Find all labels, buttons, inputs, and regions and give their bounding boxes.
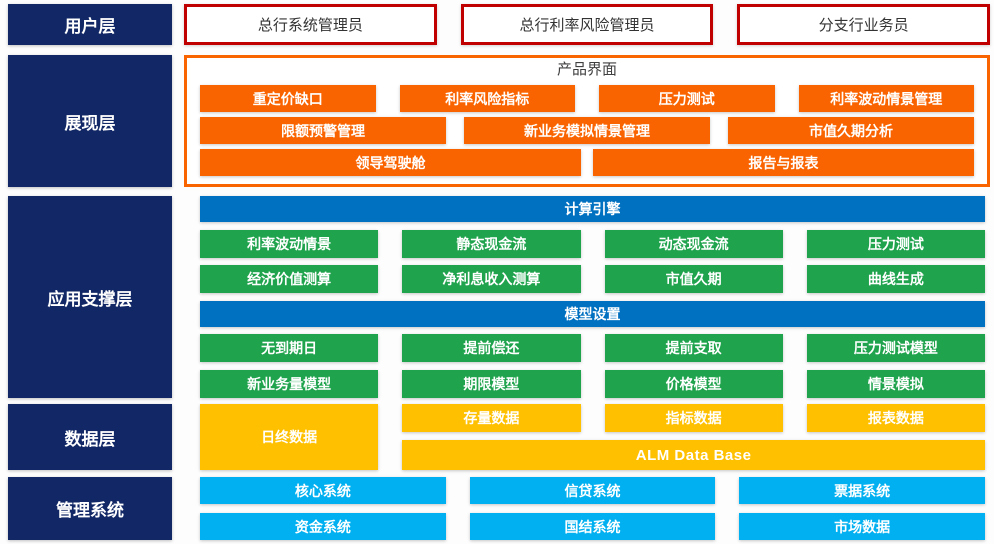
box-market-value-duration: 市值久期 — [604, 265, 783, 294]
box-report-data: 报表数据 — [806, 404, 985, 432]
model-row-2: 新业务量模型 期限模型 价格模型 情景模拟 — [200, 369, 985, 398]
box-market-value-duration-analysis: 市值久期分析 — [728, 117, 974, 144]
box-executive-dashboard: 领导驾驶舱 — [200, 149, 581, 176]
data-grid: 日终数据 存量数据 指标数据 报表数据 ALM Data Base — [200, 404, 985, 470]
box-rate-volatility-scenario-mgmt: 利率波动情景管理 — [798, 85, 974, 112]
box-stress-test-model: 压力测试模型 — [806, 334, 985, 363]
box-price-model: 价格模型 — [604, 369, 783, 398]
box-prepayment: 提前偿还 — [402, 334, 581, 363]
management-row-1: 核心系统 信贷系统 票据系统 — [200, 477, 985, 504]
product-interface-title: 产品界面 — [556, 61, 617, 78]
box-market-data: 市场数据 — [739, 513, 985, 540]
model-row-1: 无到期日 提前偿还 提前支取 压力测试模型 — [200, 334, 985, 363]
box-stress-testing: 压力测试 — [599, 85, 775, 112]
box-static-cashflow: 静态现金流 — [402, 229, 581, 258]
box-curve-generation: 曲线生成 — [806, 265, 985, 294]
layer-data: 数据层 日终数据 存量数据 指标数据 报表数据 ALM Data Base — [8, 404, 990, 470]
layer-label-application: 应用支撑层 — [8, 196, 172, 398]
box-international-settlement-system: 国结系统 — [469, 513, 716, 540]
box-net-interest-income-calc: 净利息收入测算 — [402, 265, 581, 294]
layer-application: 应用支撑层 计算引擎 利率波动情景 静态现金流 动态现金流 压力测试 经济价值测… — [8, 196, 990, 398]
layer-management: 管理系统 核心系统 信贷系统 票据系统 资金系统 国结系统 市场数据 — [8, 477, 990, 540]
box-limit-alert-mgmt: 限额预警管理 — [200, 117, 446, 144]
box-new-business-simulation-scenario-mgmt: 新业务模拟情景管理 — [464, 117, 710, 144]
box-indicator-data: 指标数据 — [604, 404, 783, 432]
box-dynamic-cashflow: 动态现金流 — [604, 229, 783, 258]
engine-row-1: 利率波动情景 静态现金流 动态现金流 压力测试 — [200, 229, 985, 258]
model-settings-bar: 模型设置 — [200, 300, 985, 327]
box-non-maturity: 无到期日 — [200, 334, 379, 363]
box-day-end-data: 日终数据 — [200, 404, 379, 470]
layer-user: 用户层 总行系统管理员 总行利率风险管理员 分支行业务员 — [8, 4, 990, 45]
layer-label-presentation: 展现层 — [8, 55, 172, 187]
box-credit-system: 信贷系统 — [469, 477, 716, 504]
user-roles-row: 总行系统管理员 总行利率风险管理员 分支行业务员 — [184, 4, 990, 45]
box-term-model: 期限模型 — [402, 369, 581, 398]
box-repricing-gap: 重定价缺口 — [200, 85, 376, 112]
presentation-row-1: 重定价缺口 利率风险指标 压力测试 利率波动情景管理 — [200, 85, 974, 112]
management-row-2: 资金系统 国结系统 市场数据 — [200, 513, 985, 540]
presentation-row-2: 限额预警管理 新业务模拟情景管理 市值久期分析 — [200, 117, 974, 144]
box-new-business-volume-model: 新业务量模型 — [200, 369, 379, 398]
role-box-head-office-rate-risk-manager: 总行利率风险管理员 — [460, 4, 714, 45]
role-box-branch-operator: 分支行业务员 — [737, 4, 990, 45]
box-core-system: 核心系统 — [200, 477, 446, 504]
box-economic-value-calc: 经济价值测算 — [200, 265, 379, 294]
box-treasury-system: 资金系统 — [200, 513, 446, 540]
layer-label-user: 用户层 — [8, 4, 172, 45]
box-stress-test: 压力测试 — [806, 229, 985, 258]
alm-database-bar: ALM Data Base — [402, 440, 985, 470]
box-reports-and-statements: 报告与报表 — [593, 149, 974, 176]
box-rate-risk-indicators: 利率风险指标 — [399, 85, 575, 112]
role-box-head-office-system-admin: 总行系统管理员 — [184, 4, 437, 45]
layer-label-management: 管理系统 — [8, 477, 172, 540]
product-interface-frame: 产品界面 重定价缺口 利率风险指标 压力测试 利率波动情景管理 限额预警管理 新… — [184, 55, 990, 187]
compute-engine-bar: 计算引擎 — [200, 196, 985, 222]
box-scenario-simulation: 情景模拟 — [806, 369, 985, 398]
engine-row-2: 经济价值测算 净利息收入测算 市值久期 曲线生成 — [200, 265, 985, 294]
box-early-withdrawal: 提前支取 — [604, 334, 783, 363]
presentation-row-3: 领导驾驶舱 报告与报表 — [200, 149, 974, 176]
layer-presentation: 展现层 产品界面 重定价缺口 利率风险指标 压力测试 利率波动情景管理 限额预警… — [8, 55, 990, 187]
box-stock-data: 存量数据 — [402, 404, 581, 432]
box-bills-system: 票据系统 — [739, 477, 985, 504]
layer-label-data: 数据层 — [8, 404, 172, 470]
box-rate-volatility-scenario: 利率波动情景 — [200, 229, 379, 258]
